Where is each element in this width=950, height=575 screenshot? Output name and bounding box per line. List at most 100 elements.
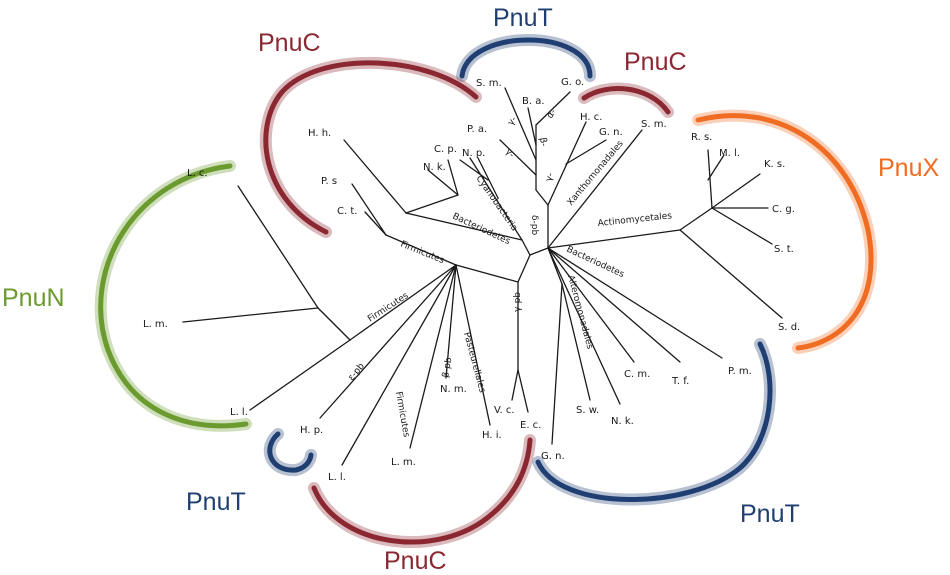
branch <box>707 154 725 181</box>
branch <box>535 91 571 126</box>
branch <box>707 149 713 209</box>
family-label-pnuc-bottom: PnuC <box>384 547 447 575</box>
branch <box>349 264 457 341</box>
clade-label: α- <box>545 107 558 120</box>
leaf-label: G. o. <box>561 77 584 88</box>
branch <box>237 185 319 309</box>
branch <box>182 307 319 323</box>
leaf-labels: S. m. B. a. G. o. P. a. H. c. G. n. S. m… <box>143 77 800 483</box>
branch <box>249 339 351 411</box>
leaf-label: C. g. <box>772 204 795 215</box>
pnut-top-arc <box>459 37 593 79</box>
clade-labels: γ- γ- β- α- γ- δ-pb Cyanobacteria Xantho… <box>347 107 673 438</box>
clade-label: γ- <box>544 172 556 183</box>
branch <box>679 207 713 231</box>
leaf-label: C. p. <box>434 144 457 155</box>
clade-label: β- <box>537 137 548 148</box>
branch <box>469 157 523 241</box>
branch <box>455 264 491 426</box>
family-label-pnux: PnuX <box>878 154 939 182</box>
branch <box>511 369 519 401</box>
leaf-label: S. t. <box>774 244 794 255</box>
leaf-label: S. w. <box>576 405 599 416</box>
pnun-arc <box>98 163 249 429</box>
branch <box>547 247 635 363</box>
branch <box>517 369 529 413</box>
family-label-pnuc-top-left: PnuC <box>258 29 321 57</box>
branch <box>711 173 761 209</box>
branch <box>529 247 549 256</box>
branch <box>711 207 773 245</box>
pnuc-top-right-arc <box>581 86 671 115</box>
branch <box>341 264 457 466</box>
branch <box>551 283 563 445</box>
branch <box>447 159 459 196</box>
leaf-label: T. f. <box>671 376 689 387</box>
leaf-label: P. s <box>321 176 337 187</box>
leaf-label: L. l. <box>230 407 248 418</box>
branch <box>504 87 537 161</box>
branch <box>364 211 387 236</box>
branch <box>427 169 459 196</box>
branch <box>535 189 549 206</box>
clade-label: β-pb <box>441 356 454 378</box>
clade-label: Actinomycetales <box>597 211 672 229</box>
branch <box>317 307 351 341</box>
leaf-label: C. t. <box>337 206 357 217</box>
leaf-label: N. k. <box>423 162 446 173</box>
branch <box>343 139 407 214</box>
clade-label: δ-pb <box>529 215 539 235</box>
leaf-label: H. c. <box>580 112 602 123</box>
branch <box>405 212 523 241</box>
leaf-label: P. m. <box>728 366 752 377</box>
leaf-label: M. l. <box>719 148 740 159</box>
family-label-pnuc-top-right: PnuC <box>624 48 687 76</box>
leaf-label: B. a. <box>522 96 545 107</box>
branch <box>547 229 681 249</box>
leaf-label: P. a. <box>467 124 487 135</box>
branch <box>409 264 457 449</box>
pnun-arc-glow <box>94 160 252 432</box>
family-names: PnuT PnuC PnuC PnuX PnuN PnuT PnuC PnuT <box>2 4 939 575</box>
clade-label: Xanthomonadales <box>566 139 626 208</box>
branch <box>527 107 537 146</box>
clade-label: Firmicutes <box>366 291 410 325</box>
leaf-label: R. s. <box>691 132 712 143</box>
branch <box>499 139 537 176</box>
pnut-top-arc-glow <box>456 34 596 82</box>
leaf-label: G. n. <box>599 127 623 138</box>
clade-label: γ- <box>503 147 516 160</box>
branch <box>517 254 531 283</box>
branch <box>319 264 457 419</box>
leaf-label: N. k. <box>611 416 634 427</box>
clade-label: ε-pb <box>347 361 367 383</box>
clade-label: Firmicutes <box>393 391 411 439</box>
leaf-label: H. p. <box>300 425 323 436</box>
branch <box>455 264 519 283</box>
branch <box>351 183 387 236</box>
leaf-label: C. m. <box>624 369 650 380</box>
branch <box>405 194 459 214</box>
branch <box>547 129 643 249</box>
branch <box>459 159 489 181</box>
leaf-label: N. m. <box>440 384 467 395</box>
branch <box>521 239 531 256</box>
pnux-arc <box>695 113 874 351</box>
branch <box>679 229 783 319</box>
pnuc-bottom-arc <box>311 437 533 545</box>
branch <box>477 157 499 199</box>
leaf-label: S. m. <box>641 119 667 130</box>
leaf-label: N. p. <box>462 148 485 159</box>
tree-branches <box>182 87 783 466</box>
branch <box>547 247 723 359</box>
leaf-label: L. m. <box>391 457 416 468</box>
leaf-label: S. d. <box>778 322 800 333</box>
leaf-label: K. s. <box>764 159 785 170</box>
clade-label: Firmicutes <box>399 240 446 267</box>
leaf-label: G. n. <box>541 451 565 462</box>
branch <box>565 139 607 165</box>
family-arcs <box>94 34 878 548</box>
leaf-label: L. c. <box>187 168 208 179</box>
clade-label: γ-pb <box>513 292 523 312</box>
